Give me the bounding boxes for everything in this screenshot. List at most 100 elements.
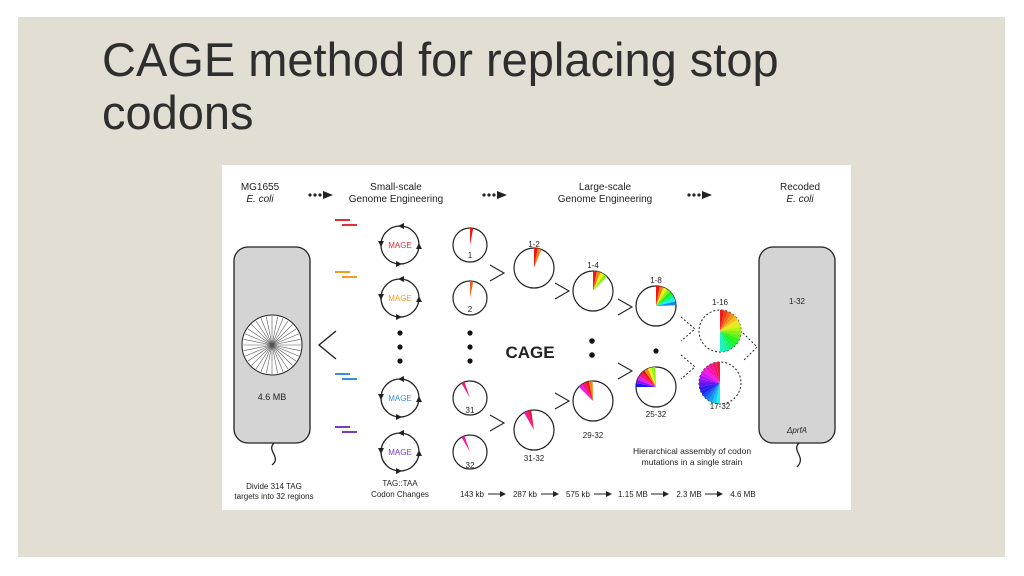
header-recoded: Recoded [780, 182, 820, 193]
wildtype-genome-circle [241, 314, 303, 376]
header-large-scale: Large-scale [579, 182, 632, 193]
pie-1-2 [513, 247, 555, 289]
header-large-scale-genome-engineering: Genome Engineering [558, 194, 653, 205]
pie-slice [700, 371, 720, 383]
pie-slice [636, 379, 656, 387]
pie-slice [534, 248, 542, 268]
oligo-marker-purple [335, 426, 357, 433]
pie-label-1-4: 1-4 [587, 261, 599, 270]
slide-title-line-1: CAGE method for replacing stop [102, 33, 779, 86]
pie-slice [581, 382, 593, 401]
cycle-arrowhead [416, 296, 422, 302]
pie-slice [588, 381, 593, 401]
hierarchical-caption-line-1: Hierarchical assembly of codon [633, 446, 751, 456]
oligo-marker-orange [335, 271, 357, 278]
slide-title: CAGE method for replacing stop codons [102, 33, 962, 139]
pie-slice [705, 383, 720, 401]
pie-slice [708, 383, 720, 403]
pie-slice [470, 281, 474, 298]
pie-32 [452, 434, 488, 470]
pie-slice [585, 381, 593, 401]
mage-label-31: MAGE [388, 394, 412, 403]
cycle-arrowhead [398, 276, 404, 282]
recoded-cell [758, 246, 836, 444]
pie-slice [699, 374, 720, 383]
pie-slice [720, 310, 725, 331]
pie-slice [651, 367, 656, 387]
mage-cycle-2: MAGE [378, 276, 422, 320]
cycle-arrowhead [378, 448, 384, 454]
pie-slice [708, 363, 720, 383]
pie-slice [699, 383, 720, 392]
cycle-arrowhead [398, 430, 404, 436]
cycle-arrowhead [378, 394, 384, 400]
cycle-arrowhead [416, 396, 422, 402]
pie-slice [720, 331, 732, 351]
oligo-marker-red [335, 219, 357, 226]
pie-slice [656, 287, 667, 306]
pie-slice [656, 286, 660, 306]
size-scale-3: 1.15 MB [618, 490, 648, 499]
mage-caption-line-2: Codon Changes [371, 490, 429, 499]
pie-slice [702, 368, 720, 383]
pie-label-31: 31 [466, 406, 475, 415]
pie-slice [700, 383, 720, 395]
header-mg1655: MG1655 [241, 182, 280, 193]
header-ecoli: E. coli [246, 194, 274, 205]
pie-slice [720, 316, 738, 331]
pie-slice [578, 384, 593, 401]
pie-label-2: 2 [468, 305, 473, 314]
pie-slice [641, 370, 656, 387]
pie-slice [699, 378, 720, 383]
pie-slice [656, 286, 664, 306]
pie-slice [720, 331, 738, 346]
left-caption-line-1: Divide 314 TAG [246, 482, 302, 491]
pie-label-32: 32 [466, 461, 475, 470]
pie-slice [702, 383, 720, 398]
dashed-merge-chevrons [680, 316, 758, 380]
mage-label-1: MAGE [388, 241, 412, 250]
pie-slice [720, 331, 729, 352]
header-recoded-ecoli: E. coli [786, 194, 814, 205]
cycle-arrowhead [378, 241, 384, 247]
header-arrows [308, 191, 712, 199]
size-scale-1: 287 kb [513, 490, 538, 499]
pie-slice [656, 291, 673, 306]
pie-slice [461, 435, 470, 452]
header-small-scale-genome-engineering: Genome Engineering [349, 194, 444, 205]
cycle-arrowhead [398, 223, 404, 229]
pie-1-16 [698, 309, 742, 353]
pie-slice [720, 322, 741, 331]
pie-2 [452, 280, 488, 316]
pie-slice [656, 289, 670, 306]
pie-slice [705, 365, 720, 383]
pie-31-32 [513, 409, 555, 451]
pie-29-32 [572, 380, 614, 422]
pie-label-1-16: 1-16 [712, 298, 729, 307]
pie-slice [699, 383, 720, 388]
pie-slice [527, 410, 534, 430]
pie-label-17-32: 17-32 [710, 402, 731, 411]
pie-label-29-32: 29-32 [583, 431, 604, 440]
pie-slice [656, 301, 676, 306]
size-scale: 143 kb 287 kb 575 kb 1.15 MB 2.3 MB 4.6 … [460, 490, 756, 499]
pie-25-32 [635, 366, 677, 408]
oligo-markers [335, 219, 357, 433]
left-caption-line-2: targets into 32 regions [234, 492, 313, 501]
pie-1-4 [572, 270, 614, 312]
header-small-scale: Small-scale [370, 182, 422, 193]
pie-slice [720, 331, 741, 340]
mage-label-2: MAGE [388, 294, 412, 303]
pie-slice [715, 362, 720, 383]
pie-slice [711, 362, 720, 383]
pie-slice [524, 411, 534, 430]
pie-slice [636, 383, 656, 387]
pie-slice [470, 228, 474, 245]
pie-slice [720, 311, 732, 331]
cage-diagram-figure: MG1655 E. coli Small-scale Genome Engine… [222, 165, 851, 510]
pie-slice [720, 313, 735, 331]
ellipsis-dots [397, 330, 659, 364]
pie-slice [715, 383, 720, 404]
pie-slice [656, 294, 675, 306]
pie-slice [593, 271, 601, 291]
